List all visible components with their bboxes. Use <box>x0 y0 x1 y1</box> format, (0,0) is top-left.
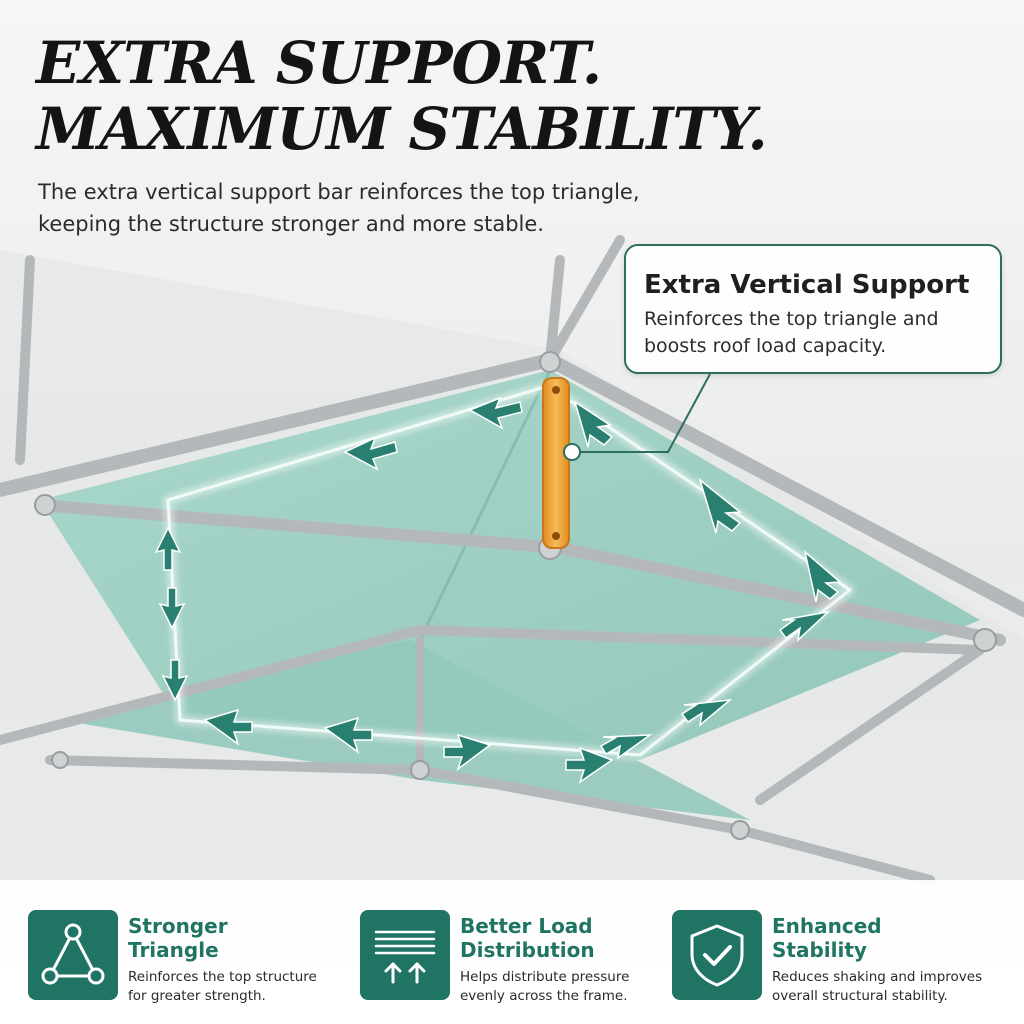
feature-text: Stronger Triangle Reinforces the top str… <box>128 914 358 1006</box>
subtext-line-1: The extra vertical support bar reinforce… <box>38 180 640 204</box>
extra-vertical-support-callout: Extra Vertical Support Reinforces the to… <box>624 244 1002 374</box>
feature-title: Enhanced Stability <box>772 914 1002 962</box>
feature-title-line-2: Stability <box>772 938 867 962</box>
feature-title: Stronger Triangle <box>128 914 358 962</box>
feature-desc-line-2: for greater strength. <box>128 988 266 1004</box>
feature-desc-line-2: overall structural stability. <box>772 988 948 1004</box>
feature-description: Reduces shaking and improves overall str… <box>772 968 1002 1006</box>
feature-description: Helps distribute pressure evenly across … <box>460 968 690 1006</box>
load-distribution-icon <box>360 910 450 1000</box>
feature-text: Better Load Distribution Helps distribut… <box>460 914 690 1006</box>
vertical-support-bar <box>542 377 570 549</box>
callout-body: Reinforces the top triangle and boosts r… <box>644 306 982 360</box>
feature-desc-line-1: Reinforces the top structure <box>128 969 317 985</box>
callout-body-line-2: boosts roof load capacity. <box>644 335 887 357</box>
feature-title-line-1: Stronger <box>128 914 228 938</box>
feature-row: Stronger Triangle Reinforces the top str… <box>0 900 1024 1024</box>
triangle-nodes-icon <box>28 910 118 1000</box>
headline-line-1: EXTRA SUPPORT. <box>36 29 602 97</box>
feature-title-line-2: Triangle <box>128 938 219 962</box>
callout-body-line-1: Reinforces the top triangle and <box>644 308 939 330</box>
subtext-line-2: keeping the structure stronger and more … <box>38 212 544 236</box>
feature-desc-line-2: evenly across the frame. <box>460 988 628 1004</box>
feature-desc-line-1: Helps distribute pressure <box>460 969 630 985</box>
feature-description: Reinforces the top structure for greater… <box>128 968 358 1006</box>
subtext: The extra vertical support bar reinforce… <box>38 176 718 240</box>
shield-check-icon <box>672 910 762 1000</box>
feature-title-line-2: Distribution <box>460 938 595 962</box>
feature-text: Enhanced Stability Reduces shaking and i… <box>772 914 1002 1006</box>
feature-title: Better Load Distribution <box>460 914 690 962</box>
feature-desc-line-1: Reduces shaking and improves <box>772 969 983 985</box>
feature-title-line-1: Better Load <box>460 914 593 938</box>
headline-line-2: MAXIMUM STABILITY. <box>36 95 768 163</box>
callout-title: Extra Vertical Support <box>644 270 970 300</box>
feature-title-line-1: Enhanced <box>772 914 882 938</box>
headline: EXTRA SUPPORT. MAXIMUM STABILITY. <box>36 29 768 163</box>
